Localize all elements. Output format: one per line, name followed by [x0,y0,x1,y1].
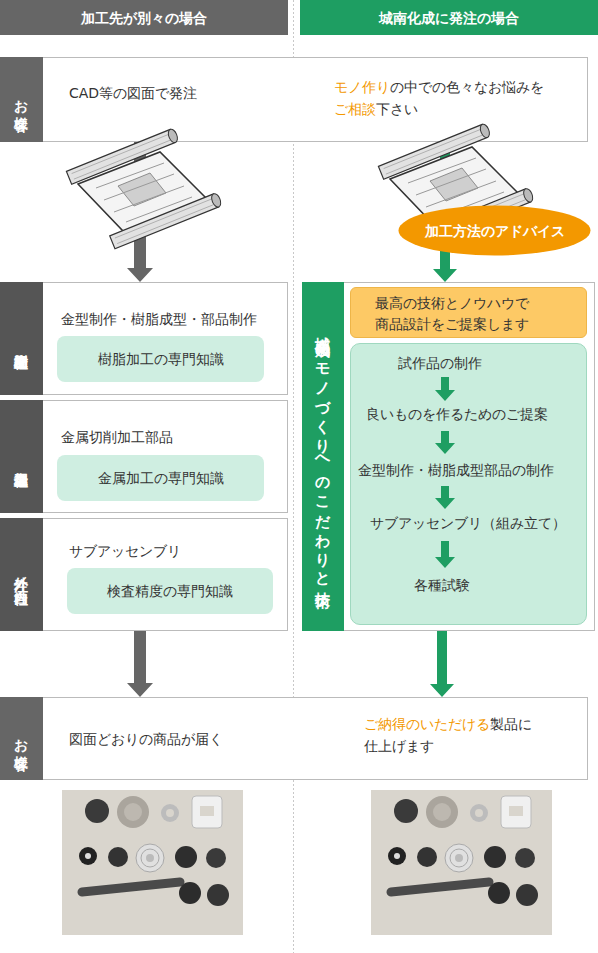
text-block: 金型制作・樹脂成型部品の制作 [358,461,554,479]
label-text: 城南化成のモノづくりへのこだわりと技術 [314,325,332,584]
text-block: サブアッセンブリ [69,542,181,560]
text-line: 城南化成のモノづくりへのこだわりと技術 [314,325,332,588]
knowledge-box: 金属加工の専門知識 [57,455,264,501]
text-block: モノ作りの中での色々なお悩みをご相談下さい [334,76,552,120]
text-block: 最高の技術とノウハウで 商品設計をご提案します [375,293,540,335]
label-text: 下さい [376,101,418,117]
text-line: 金属加工の専門知識 [98,469,224,487]
side-tab: 金属加工会社 [0,400,43,513]
label-text: 各種試験 [414,577,470,593]
label-text: 良いものを作るためのご提案 [366,406,548,422]
column-header: 加工先が別々の場合 [0,0,288,35]
text-line: 加工先が別々の場合 [81,9,207,27]
text-block: 良いものを作るためのご提案 [366,405,548,423]
label-text: ご納得のいただける [364,716,490,732]
side-tab: お客様 [0,697,43,780]
label-text: 樹脂加工の専門知識 [98,351,224,367]
side-tab: 樹脂加工会社 [0,282,43,395]
label-text: 金型制作・樹脂成型部品の制作 [358,462,554,478]
side-tab: 外注／自社内 [0,518,43,631]
text-line: お客様 [13,90,31,110]
company-box: 外注／自社内 サブアッセンブリ検査精度の専門知識 [0,518,288,631]
label-text: お客様 [13,90,31,106]
text-line: 樹脂加工会社 [13,330,31,348]
blueprint-illustration [66,128,222,249]
ellipse-shape [399,206,591,256]
product-photo [62,790,243,935]
flow-arrow [127,142,153,282]
flow-arrow [127,631,153,697]
knowledge-box: 樹脂加工の専門知識 [57,336,264,382]
text-block: ご納得のいただける製品に 仕上げます [364,713,542,757]
text-block: 樹脂加工の専門知識 [57,336,264,382]
proposal-box: 最高の技術とノウハウで 商品設計をご提案します [350,287,587,338]
text-block: 加工先が別々の場合 [0,0,288,35]
text-block: 試作品の制作 [398,354,482,372]
text-line: お客様 [13,729,31,749]
text-line: 金属加工会社 [13,448,31,466]
label-text: 金型制作・樹脂成型・部品制作 [61,311,257,327]
label-text: お客様 [13,729,31,745]
product-photo [371,790,552,935]
text-line: 樹脂加工の専門知識 [98,350,224,368]
flow-arrow [430,631,454,697]
advice-ellipse: 加工方法のアドバイス [398,205,591,256]
label-text: 金属加工の専門知識 [98,470,224,486]
text-block: 金属加工の専門知識 [57,455,264,501]
label-text: の中での色々なお悩みを [390,79,544,95]
step-box: 試作品の制作良いものを作るためのご提案金型制作・樹脂成型部品の制作サブアッセンブ… [350,343,587,625]
label-text: 加工先が別々の場合 [81,10,207,26]
label-text: 試作品の制作 [398,355,482,371]
text-block: 城南化成に発注の場合 [300,0,598,35]
text-block: 各種試験 [414,576,470,594]
text-line: 外注／自社内 [13,566,31,584]
text-block: サブアッセンブリ（組み立て） [370,514,566,532]
text-block: 検査精度の専門知識 [67,568,273,614]
text-block: CAD等の図面で発注 [69,84,197,102]
label-text: サブアッセンブリ（組み立て） [370,515,566,531]
label-text: モノ作り [334,79,390,95]
side-tab: 城南化成のモノづくりへのこだわりと技術 [302,282,344,631]
label-text: 金属切削加工部品 [61,429,173,445]
side-tab: お客様 [0,57,43,142]
column-divider [293,0,294,953]
company-box: 樹脂加工会社 金型制作・樹脂成型・部品制作樹脂加工の専門知識 [0,282,288,395]
customer-row: お客様 CAD等の図面で発注 モノ作りの中での色々なお悩みをご相談下さい [0,57,588,142]
label-text: 最高の技術とノウハウで 商品設計をご提案します [375,295,529,332]
text-block: 金属切削加工部品 [61,428,173,446]
label-text: サブアッセンブリ [69,543,181,559]
company-box: 金属加工会社 金属切削加工部品金属加工の専門知識 [0,400,288,513]
label-text: 加工方法のアドバイス [425,223,565,239]
label-text: CAD等の図面で発注 [69,85,197,101]
label-text: 図面どおりの商品が届く [69,731,223,747]
process-panel: 城南化成のモノづくりへのこだわりと技術 最高の技術とノウハウで 商品設計をご提案し… [302,282,595,631]
text-line: 検査精度の専門知識 [107,582,233,600]
label-text: ご相談 [334,101,376,117]
text-block: 図面どおりの商品が届く [69,730,223,748]
text-block: 加工方法のアドバイス [398,205,591,256]
customer-row: お客様 図面どおりの商品が届く ご納得のいただける製品に 仕上げます [0,697,588,780]
knowledge-box: 検査精度の専門知識 [67,568,273,614]
label-text: 検査精度の専門知識 [107,583,233,599]
text-line: 城南化成に発注の場合 [379,9,519,27]
text-line: 加工方法のアドバイス [425,222,565,240]
label-text: 外注／自社内 [13,566,31,580]
label-text: 城南化成に発注の場合 [379,10,519,26]
column-header: 城南化成に発注の場合 [300,0,598,35]
text-block: 金型制作・樹脂成型・部品制作 [61,310,257,328]
